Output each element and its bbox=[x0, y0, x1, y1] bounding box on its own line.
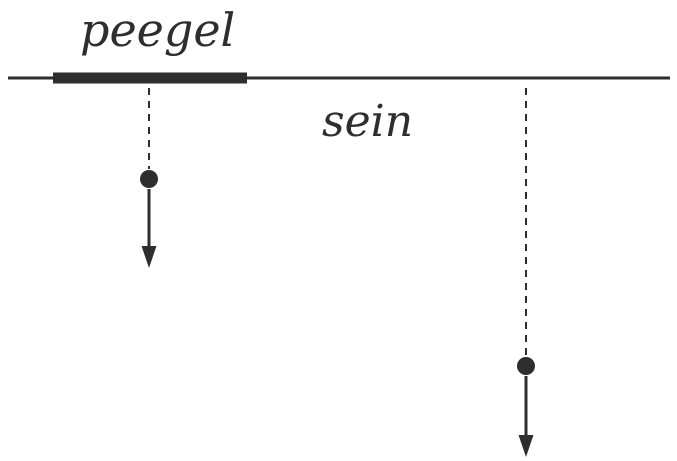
right-arrowhead-icon bbox=[518, 435, 534, 457]
left-arrowhead-icon bbox=[141, 246, 157, 268]
wall-label: sein bbox=[322, 96, 413, 147]
right-arrow bbox=[518, 376, 534, 457]
left-point bbox=[140, 170, 158, 188]
left-arrow bbox=[141, 189, 157, 268]
right-point bbox=[517, 357, 535, 375]
mirror-label: peegel bbox=[80, 3, 235, 57]
